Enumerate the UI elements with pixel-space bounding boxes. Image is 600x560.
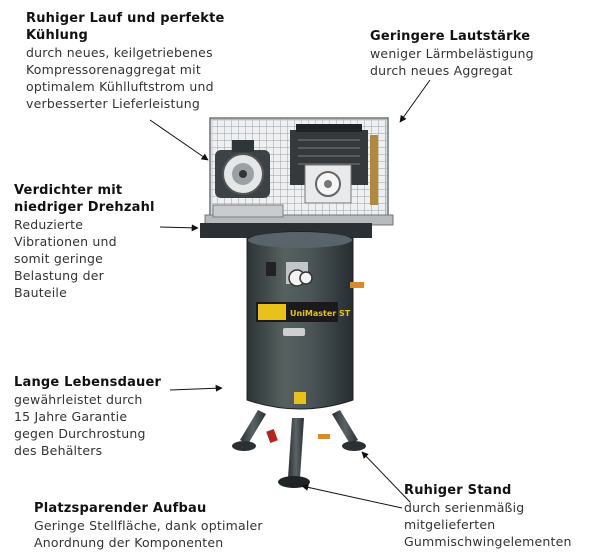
callout-text: Geringe Stellfläche, dank optimaler bbox=[34, 518, 263, 533]
arrow-stand-center bbox=[301, 483, 403, 509]
callout-title: Verdichter mit bbox=[14, 183, 123, 198]
callout-text: gegen Durchrostung bbox=[14, 426, 146, 441]
callout-text: durch serienmäßig bbox=[404, 500, 525, 515]
callout-text: Gummischwingelementen bbox=[404, 534, 572, 549]
callout-text: durch neues Aggregat bbox=[370, 63, 513, 78]
callout-title: Ruhiger Lauf und perfekte bbox=[26, 11, 225, 26]
callout-title: Geringere Lautstärke bbox=[370, 29, 531, 44]
callout-text: 15 Jahre Garantie bbox=[14, 409, 128, 424]
callout-title: Platzsparender Aufbau bbox=[34, 501, 207, 516]
callout-text: weniger Lärmbelästigung bbox=[370, 46, 534, 61]
callout-text: des Behälters bbox=[14, 443, 103, 458]
callout-text: Belastung der bbox=[14, 268, 104, 283]
arrow-stand-right bbox=[361, 451, 411, 503]
callout-text: Vibrationen und bbox=[14, 234, 117, 249]
callout-arrows bbox=[149, 79, 431, 509]
arrow-run bbox=[149, 119, 209, 161]
callout-low-speed-compressor: Verdichter mit niedriger Drehzahl Reduzi… bbox=[14, 182, 155, 301]
callout-title: Ruhiger Stand bbox=[404, 483, 512, 498]
air-tank: UniMaster ST bbox=[246, 231, 364, 410]
electric-motor bbox=[215, 140, 270, 198]
callout-stable-stand: Ruhiger Stand durch serienmäßig mitgelie… bbox=[404, 482, 572, 550]
callout-text: mitgelieferten bbox=[404, 517, 496, 532]
product-label: UniMaster ST bbox=[290, 309, 351, 318]
callout-quiet-running: Ruhiger Lauf und perfekte Kühlung durch … bbox=[26, 10, 225, 112]
callout-text: Kompressorenaggregat mit bbox=[26, 62, 201, 77]
callout-text: somit geringe bbox=[14, 251, 104, 266]
compressor-pump bbox=[290, 124, 378, 205]
callout-long-life: Lange Lebensdauer gewährleistet durch 15… bbox=[14, 374, 161, 459]
callout-title: Kühlung bbox=[26, 28, 89, 43]
callout-space-saving: Platzsparender Aufbau Geringe Stellfläch… bbox=[34, 500, 263, 551]
callout-text: verbesserter Lieferleistung bbox=[26, 96, 200, 111]
arrow-noise bbox=[399, 79, 431, 123]
callout-title: Lange Lebensdauer bbox=[14, 375, 162, 390]
tank-legs bbox=[232, 410, 366, 488]
callout-title: niedriger Drehzahl bbox=[14, 200, 155, 215]
callout-text: Anordnung der Komponenten bbox=[34, 535, 224, 550]
callout-text: gewährleistet durch bbox=[14, 392, 143, 407]
callout-text: optimalem Kühlluftstrom und bbox=[26, 79, 214, 94]
arrow-compressor bbox=[159, 224, 199, 232]
callout-text: durch neues, keilgetriebenes bbox=[26, 45, 213, 60]
arrow-life bbox=[169, 384, 223, 392]
callout-text: Bauteile bbox=[14, 285, 67, 300]
callout-text: Reduzierte bbox=[14, 217, 84, 232]
callout-lower-noise: Geringere Lautstärke weniger Lärmbelästi… bbox=[370, 28, 534, 79]
